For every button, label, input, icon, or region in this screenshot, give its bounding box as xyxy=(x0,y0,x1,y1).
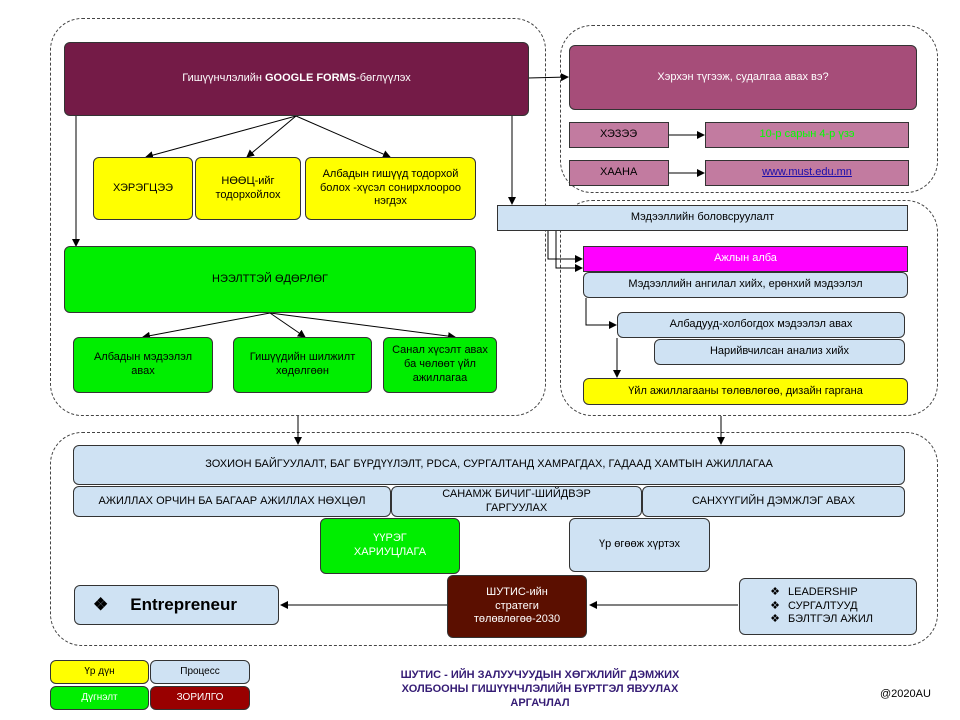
bullet-icon: ❖ xyxy=(770,613,780,626)
leadership-text: LEADERSHIP xyxy=(788,585,858,598)
question-box: Хэрхэн түгээж, судалгаа авах вэ? xyxy=(569,45,917,110)
legend-result: Үр дүн xyxy=(50,660,149,684)
legend-process: Процесс xyxy=(150,660,250,684)
processing-box: Мэдээллийн боловсруулалт xyxy=(497,205,908,231)
plan-box: Үйл ажиллагааны төлөвлөгөө, дизайн гарга… xyxy=(583,378,908,405)
selection-box: Гишүүдийн шилжилт хөдөлгөөн xyxy=(233,337,372,393)
entrepreneur-label: Entrepreneur xyxy=(130,595,237,615)
bullet-icon: ❖ xyxy=(770,585,780,598)
footer-title-line1: ШУТИС - ИЙН ЗАЛУУЧУУДЫН ХӨГЖЛИЙГ ДЭМЖИХ xyxy=(400,669,680,681)
analysis-box: Нарийвчилсан анализ хийх xyxy=(654,339,905,365)
footer-title-line2: ХОЛБООНЫ ГИШҮҮНЧЛЭЛИЙН БҮРТГЭЛ ЯВУУЛАХ xyxy=(401,682,679,695)
when-label: ХЭЗЭЭ xyxy=(569,122,669,148)
arrow-active-selection xyxy=(269,312,306,338)
role-box: ҮҮРЭГ ХАРИУЦЛАГА xyxy=(320,518,460,574)
mid-right-group xyxy=(560,200,938,416)
arrow-forms-need xyxy=(145,115,297,160)
bullet-icon: ❖ xyxy=(770,599,780,612)
strategy-box: ШУТИС-ийн стратеги төлөвлөгөө-2030 xyxy=(447,575,587,638)
guide-box: САНАМЖ БИЧИГ-ШИЙДВЭР ГАРГУУЛАХ xyxy=(391,486,642,517)
google-forms-label: Гишүүнчлэлийн GOOGLE FORMS-бөглүүлэх xyxy=(182,72,411,85)
arrow-active-feedback xyxy=(269,312,456,341)
env-box: АЖИЛЛАХ ОРЧИН БА БАГААР АЖИЛЛАХ НӨХЦӨЛ xyxy=(73,486,391,517)
trainings-text: СУРГАЛТУУД xyxy=(788,599,858,612)
arrow-processing-work xyxy=(547,231,583,263)
when-value-text: 10-р сарын 4-р үзэ xyxy=(759,128,855,141)
info-box: Албадын мэдээлэл авах xyxy=(73,337,213,393)
achieve-box: Үр өгөөж хүртэх xyxy=(569,518,710,572)
interest-box: Албадын гишүүд тодорхой болох -хүсэл сон… xyxy=(305,157,476,220)
leadership-box: ❖ LEADERSHIP ❖ СУРГАЛТУУД ❖ БЭЛТГЭЛ АЖИЛ xyxy=(739,578,917,635)
entrepreneur-bullet-icon: ❖ xyxy=(93,595,109,615)
leadership-item: ❖ LEADERSHIP xyxy=(762,586,858,600)
trainings-item: ❖ СУРГАЛТУУД xyxy=(762,600,858,614)
finance-box: САНХҮҮГИЙН ДЭМЖЛЭГ АВАХ xyxy=(642,486,905,517)
feedback-box: Санал хүсэлт авах ба чөлөөт үйл ажиллага… xyxy=(383,337,497,393)
resources-box: НӨӨЦ-ийг тодорхойлох xyxy=(195,157,301,220)
when-value: 10-р сарын 4-р үзэ xyxy=(705,122,909,148)
where-value: www.must.edu.mn xyxy=(705,160,909,186)
arrow-forms-resources xyxy=(246,115,297,158)
dept-contact-box: Албадууд-холбогдох мэдээлэл авах xyxy=(617,312,905,338)
entrepreneur-box: ❖ Entrepreneur xyxy=(74,585,279,625)
org-box: ЗОХИОН БАЙГУУЛАЛТ, БАГ БҮРДҮҮЛЭЛТ, PDCA,… xyxy=(73,445,905,485)
need-box: ХЭРЭГЦЭЭ xyxy=(93,157,193,220)
legend-conclusion: Дүгнэлт xyxy=(50,686,149,710)
arrow-active-info xyxy=(142,312,271,340)
practice-text: БЭЛТГЭЛ АЖИЛ xyxy=(788,613,873,626)
website-link[interactable]: www.must.edu.mn xyxy=(762,166,852,179)
footer-title-line3: АРГАЧЛАЛ xyxy=(510,696,570,709)
top-right-group xyxy=(560,25,938,193)
bottom-group xyxy=(50,432,938,646)
practice-item: ❖ БЭЛТГЭЛ АЖИЛ xyxy=(762,613,873,627)
google-forms-box: Гишүүнчлэлийн GOOGLE FORMS-бөглүүлэх xyxy=(64,42,529,116)
footer-title: ШУТИС - ИЙН ЗАЛУУЧУУДЫН ХӨГЖЛИЙГ ДЭМЖИХ … xyxy=(360,669,720,710)
footer-credit: @2020AU xyxy=(880,688,931,700)
arrow-processing-classify xyxy=(555,231,583,272)
legend-goal: ЗОРИЛГО xyxy=(150,686,250,710)
arrow-forms-question xyxy=(527,73,569,82)
arrow-forms-interest xyxy=(295,115,391,158)
active-box: НЭЭЛТТЭЙ ӨДӨРЛӨГ xyxy=(64,246,476,313)
work-dept-box: Ажлын алба xyxy=(583,246,908,272)
classify-box: Мэдээллийн ангилал хийх, ерөнхий мэдээлэ… xyxy=(583,272,908,298)
arrow-classify-contact xyxy=(585,298,617,329)
where-label: ХААНА xyxy=(569,160,669,186)
